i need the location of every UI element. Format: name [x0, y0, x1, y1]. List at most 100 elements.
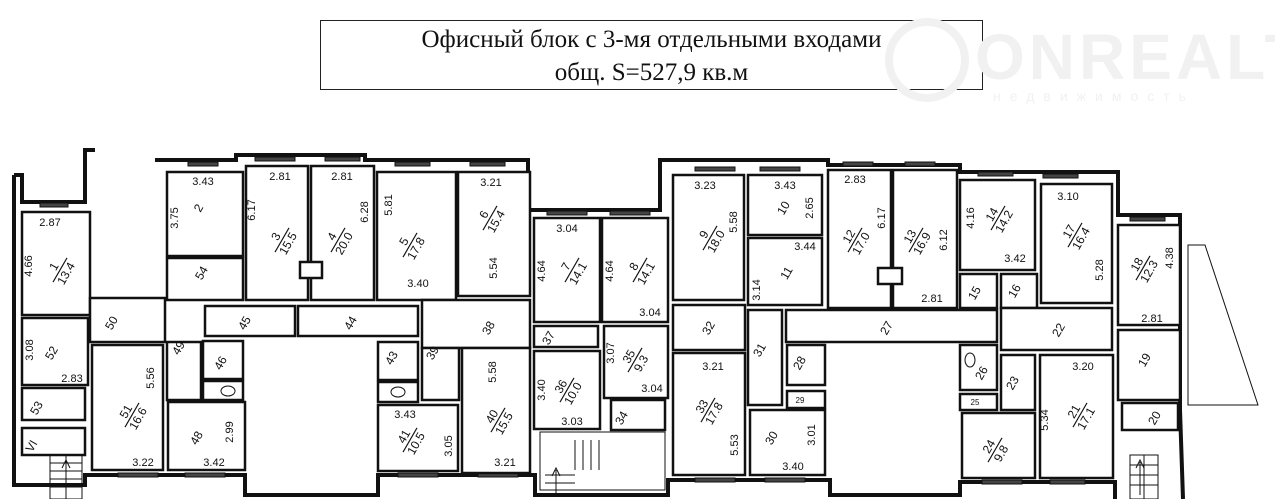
- room-38: 38: [420, 298, 532, 350]
- svg-text:3.44: 3.44: [794, 241, 815, 253]
- svg-text:23: 23: [1003, 373, 1022, 392]
- column: [298, 260, 324, 280]
- svg-text:3.14: 3.14: [751, 279, 763, 300]
- room-30: 30 3.013.40: [748, 408, 827, 477]
- svg-text:3.04: 3.04: [556, 223, 577, 235]
- svg-text:3.10: 3.10: [1057, 191, 1078, 203]
- svg-text:16: 16: [1005, 281, 1024, 300]
- svg-text:2.99: 2.99: [224, 421, 236, 442]
- svg-text:3.23: 3.23: [694, 180, 715, 192]
- svg-text:3.07: 3.07: [605, 342, 617, 363]
- room-11: 11 3.443.14: [746, 236, 824, 307]
- svg-text:3.43: 3.43: [774, 180, 795, 192]
- svg-text:5.53: 5.53: [729, 434, 741, 455]
- room-5: 517.8 5.813.40: [375, 170, 458, 302]
- room-2: 2 3.433.75: [165, 170, 245, 258]
- svg-text:2.81: 2.81: [269, 171, 290, 183]
- svg-text:5.58: 5.58: [487, 361, 499, 382]
- stairs-right: [1129, 454, 1159, 499]
- svg-text:28: 28: [790, 353, 809, 372]
- room-44: 44: [296, 304, 420, 338]
- svg-text:27: 27: [877, 318, 896, 337]
- title-line-2: общ. S=527,9 кв.м: [554, 59, 749, 86]
- room-10: 10 3.43 2.65: [746, 173, 824, 237]
- terrace-outline: [1187, 244, 1259, 406]
- room-45: 45: [203, 304, 297, 338]
- room-16: 16: [999, 272, 1039, 310]
- svg-text:52: 52: [42, 343, 61, 362]
- room-34: 34: [609, 398, 667, 432]
- title-line-1: Офисный блок с 3-мя отдельными входами: [421, 26, 882, 53]
- svg-text:50: 50: [102, 313, 121, 332]
- svg-text:4.16: 4.16: [965, 207, 977, 228]
- entrance-arrow-icon: [551, 466, 561, 495]
- svg-text:3.75: 3.75: [169, 207, 181, 228]
- svg-text:53: 53: [27, 398, 46, 417]
- room-26: 26: [958, 343, 999, 392]
- toilet-icon: [964, 352, 976, 368]
- svg-text:37: 37: [539, 328, 558, 347]
- svg-text:29: 29: [796, 396, 805, 405]
- room-24: 249.8: [960, 411, 1037, 480]
- room-25: 25: [958, 392, 999, 412]
- svg-text:19: 19: [1135, 350, 1154, 369]
- svg-text:3.03: 3.03: [561, 416, 582, 428]
- room-VI: VI: [20, 426, 87, 457]
- svg-text:2.83: 2.83: [61, 373, 82, 385]
- svg-text:15: 15: [965, 283, 984, 302]
- svg-text:5.34: 5.34: [1039, 409, 1051, 430]
- room-29: 29: [785, 389, 827, 410]
- svg-text:3.01: 3.01: [806, 424, 818, 445]
- room-28: 28: [785, 343, 827, 387]
- room-37: 37: [532, 324, 600, 349]
- svg-text:5.28: 5.28: [1094, 259, 1106, 280]
- room-9: 918.0 3.235.58: [671, 173, 746, 302]
- room-48: 48 2.993.42: [166, 400, 247, 472]
- room-4: 420.0 2.816.28: [309, 164, 376, 302]
- svg-text:44: 44: [341, 313, 360, 332]
- svg-text:3.42: 3.42: [1004, 253, 1025, 265]
- svg-text:3.43: 3.43: [192, 176, 213, 188]
- room-50: 50: [88, 296, 167, 344]
- svg-text:38: 38: [479, 318, 498, 337]
- svg-text:2.65: 2.65: [804, 197, 816, 218]
- room-46: 46: [201, 339, 245, 402]
- room-20: 20: [1120, 401, 1180, 432]
- svg-text:5.81: 5.81: [383, 194, 395, 215]
- svg-text:34: 34: [612, 408, 631, 427]
- room-1: 113.4 2.874.66: [20, 210, 92, 317]
- svg-text:10: 10: [774, 198, 793, 217]
- svg-text:20: 20: [1145, 408, 1164, 427]
- room-31: 31: [746, 308, 784, 407]
- svg-text:4.64: 4.64: [536, 260, 548, 281]
- svg-text:46: 46: [211, 353, 230, 372]
- svg-text:6.12: 6.12: [938, 229, 950, 250]
- svg-text:3.05: 3.05: [443, 435, 455, 456]
- room-6: 615.4 3.215.54: [456, 170, 532, 298]
- room-27: 27: [784, 308, 999, 344]
- svg-text:3.43: 3.43: [394, 409, 415, 421]
- svg-text:43: 43: [382, 348, 401, 367]
- svg-text:5.56: 5.56: [145, 367, 157, 388]
- entrance-arrow-icon: [61, 458, 71, 495]
- room-19: 19: [1116, 328, 1182, 402]
- svg-text:22: 22: [1049, 320, 1068, 339]
- svg-text:2.81: 2.81: [921, 293, 942, 305]
- svg-text:3.08: 3.08: [24, 339, 36, 360]
- svg-text:49: 49: [169, 338, 188, 357]
- svg-text:4.64: 4.64: [604, 260, 616, 281]
- room-7: 714.1 3.044.64: [532, 216, 602, 324]
- svg-text:48: 48: [187, 428, 206, 447]
- room-23: 23: [999, 353, 1037, 412]
- svg-text:2.87: 2.87: [39, 217, 60, 229]
- outer-walls: [12, 148, 1259, 499]
- svg-text:54: 54: [192, 263, 211, 282]
- svg-text:5.58: 5.58: [728, 211, 740, 232]
- room-49: 49: [165, 338, 203, 402]
